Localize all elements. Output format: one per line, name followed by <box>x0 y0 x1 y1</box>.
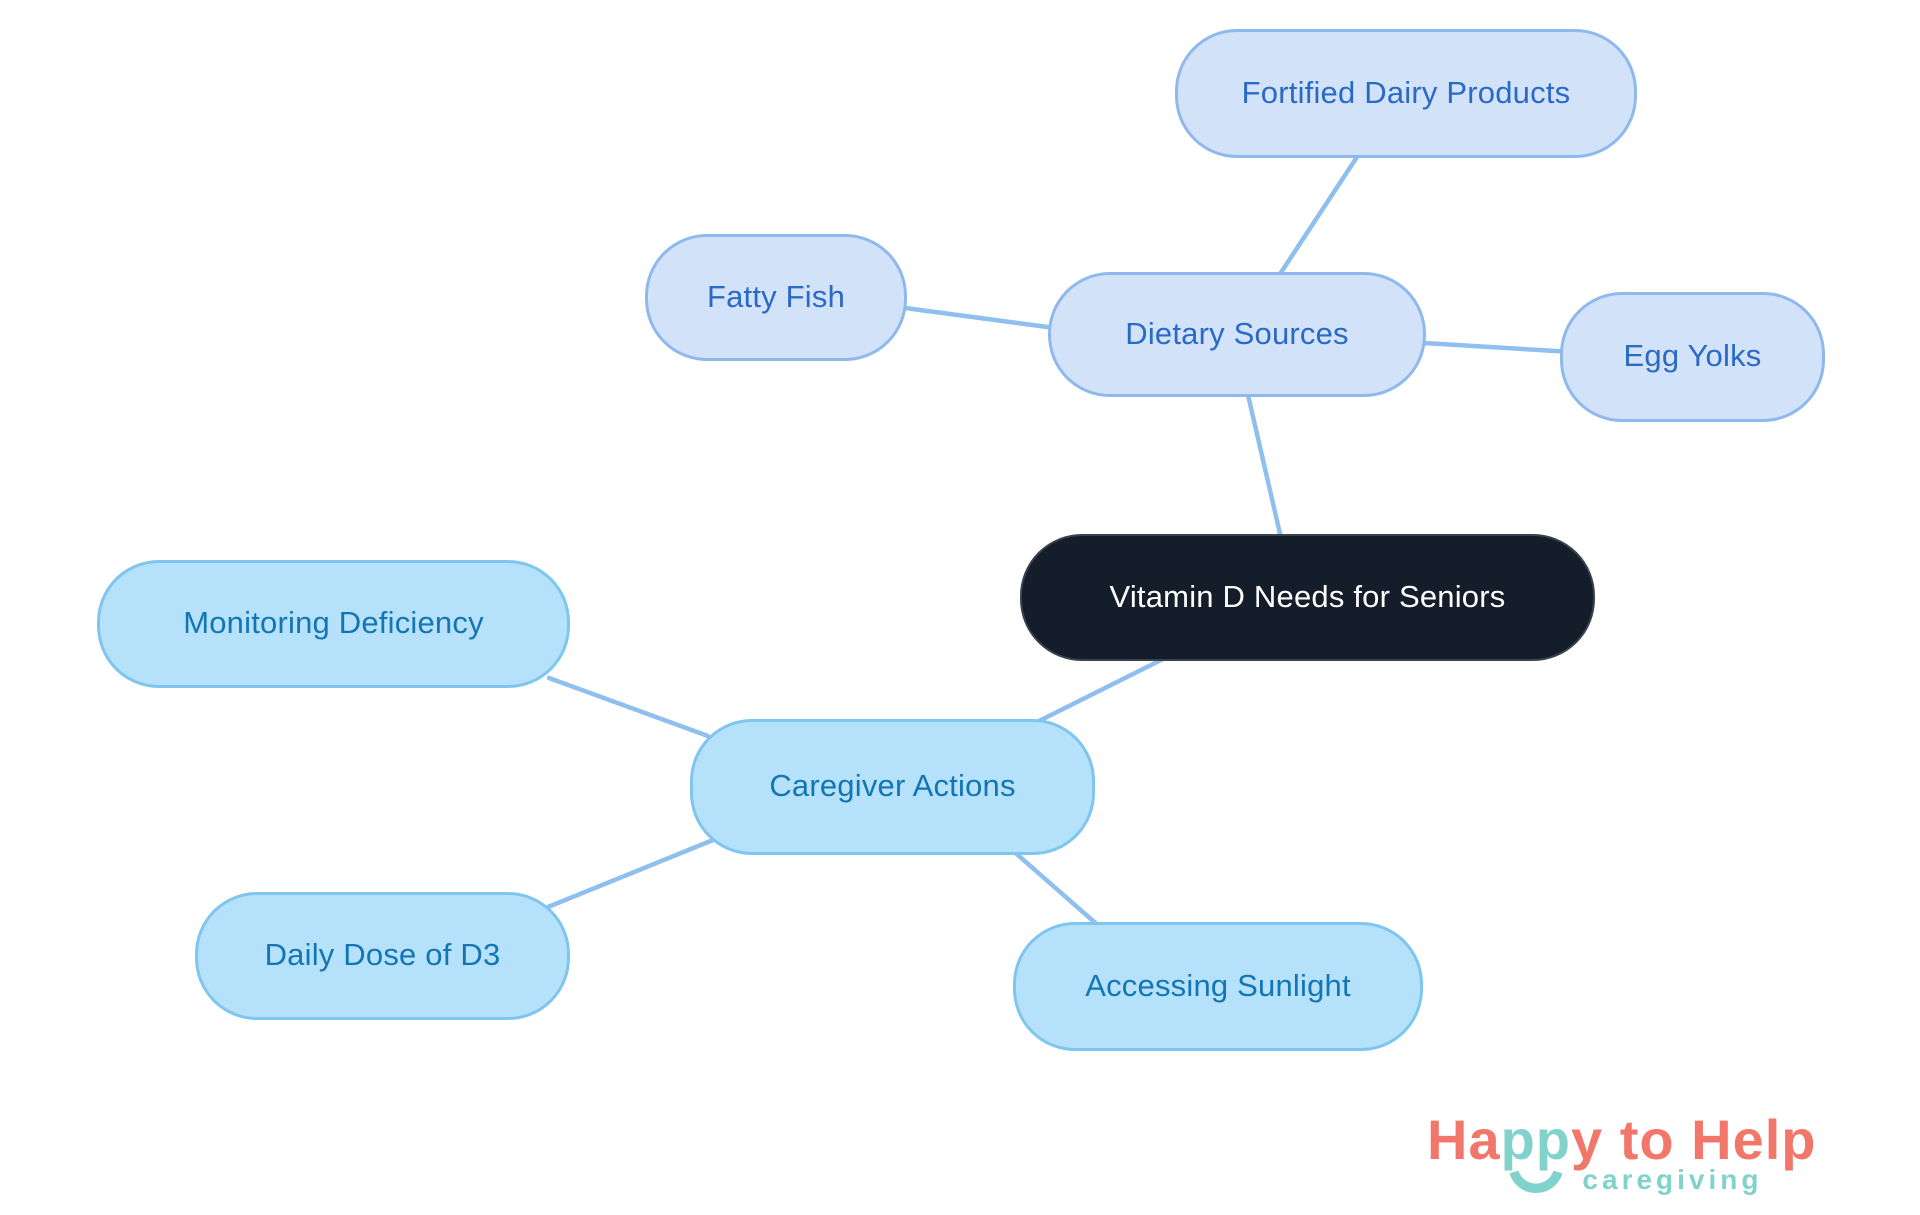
node-dietary-sources: Dietary Sources <box>1048 272 1426 397</box>
edge-caregiver-actions--daily-dose-of-d3 <box>545 837 716 910</box>
node-accessing-sunlight: Accessing Sunlight <box>1013 922 1423 1051</box>
logo-title: Happ y to Help <box>1427 1112 1816 1193</box>
node-label: Fatty Fish <box>706 278 846 314</box>
node-monitoring-deficiency: Monitoring Deficiency <box>97 560 570 688</box>
node-label: Egg Yolks <box>1623 338 1762 373</box>
node-vitamin-d-needs-for-seniors: Vitamin D Needs for Seniors <box>1020 534 1595 661</box>
edge-fatty-fish--dietary-sources <box>902 305 1058 331</box>
edge-monitoring-deficiency--caregiver-actions <box>546 675 711 739</box>
edge-fortified-dairy-products--dietary-sources <box>1277 154 1360 277</box>
node-caregiver-actions: Caregiver Actions <box>690 719 1095 855</box>
node-label: Dietary Sources <box>1125 315 1349 351</box>
node-label: Caregiver Actions <box>769 768 1016 803</box>
logo-title-segment-teal: pp <box>1501 1112 1571 1193</box>
node-label: Fortified Dairy Products <box>1241 74 1571 110</box>
node-egg-yolks: Egg Yolks <box>1560 292 1825 422</box>
edge-dietary-sources--egg-yolks <box>1421 340 1575 355</box>
logo-title-segment-coral-2: y to Help <box>1571 1108 1817 1171</box>
smile-icon <box>1509 1170 1563 1193</box>
edge-caregiver-actions--accessing-sunlight <box>1000 839 1103 930</box>
edge-vitamin-d-needs-for-seniors--caregiver-actions <box>1032 656 1166 726</box>
edge-dietary-sources--vitamin-d-needs-for-seniors <box>1245 392 1284 541</box>
node-label: Vitamin D Needs for Seniors <box>1109 578 1506 614</box>
node-label: Monitoring Deficiency <box>183 605 484 640</box>
node-daily-dose-of-d3: Daily Dose of D3 <box>195 892 570 1020</box>
node-fatty-fish: Fatty Fish <box>645 234 907 361</box>
logo-title-segment-coral: Ha <box>1427 1108 1501 1171</box>
node-fortified-dairy-products: Fortified Dairy Products <box>1175 29 1637 158</box>
node-label: Daily Dose of D3 <box>264 937 501 972</box>
logo-pp-letters: pp <box>1500 1108 1572 1171</box>
brand-logo: Happ y to Help caregiving <box>1427 1112 1816 1194</box>
node-label: Accessing Sunlight <box>1085 967 1351 1003</box>
logo-subtitle: caregiving <box>1582 1164 1763 1195</box>
